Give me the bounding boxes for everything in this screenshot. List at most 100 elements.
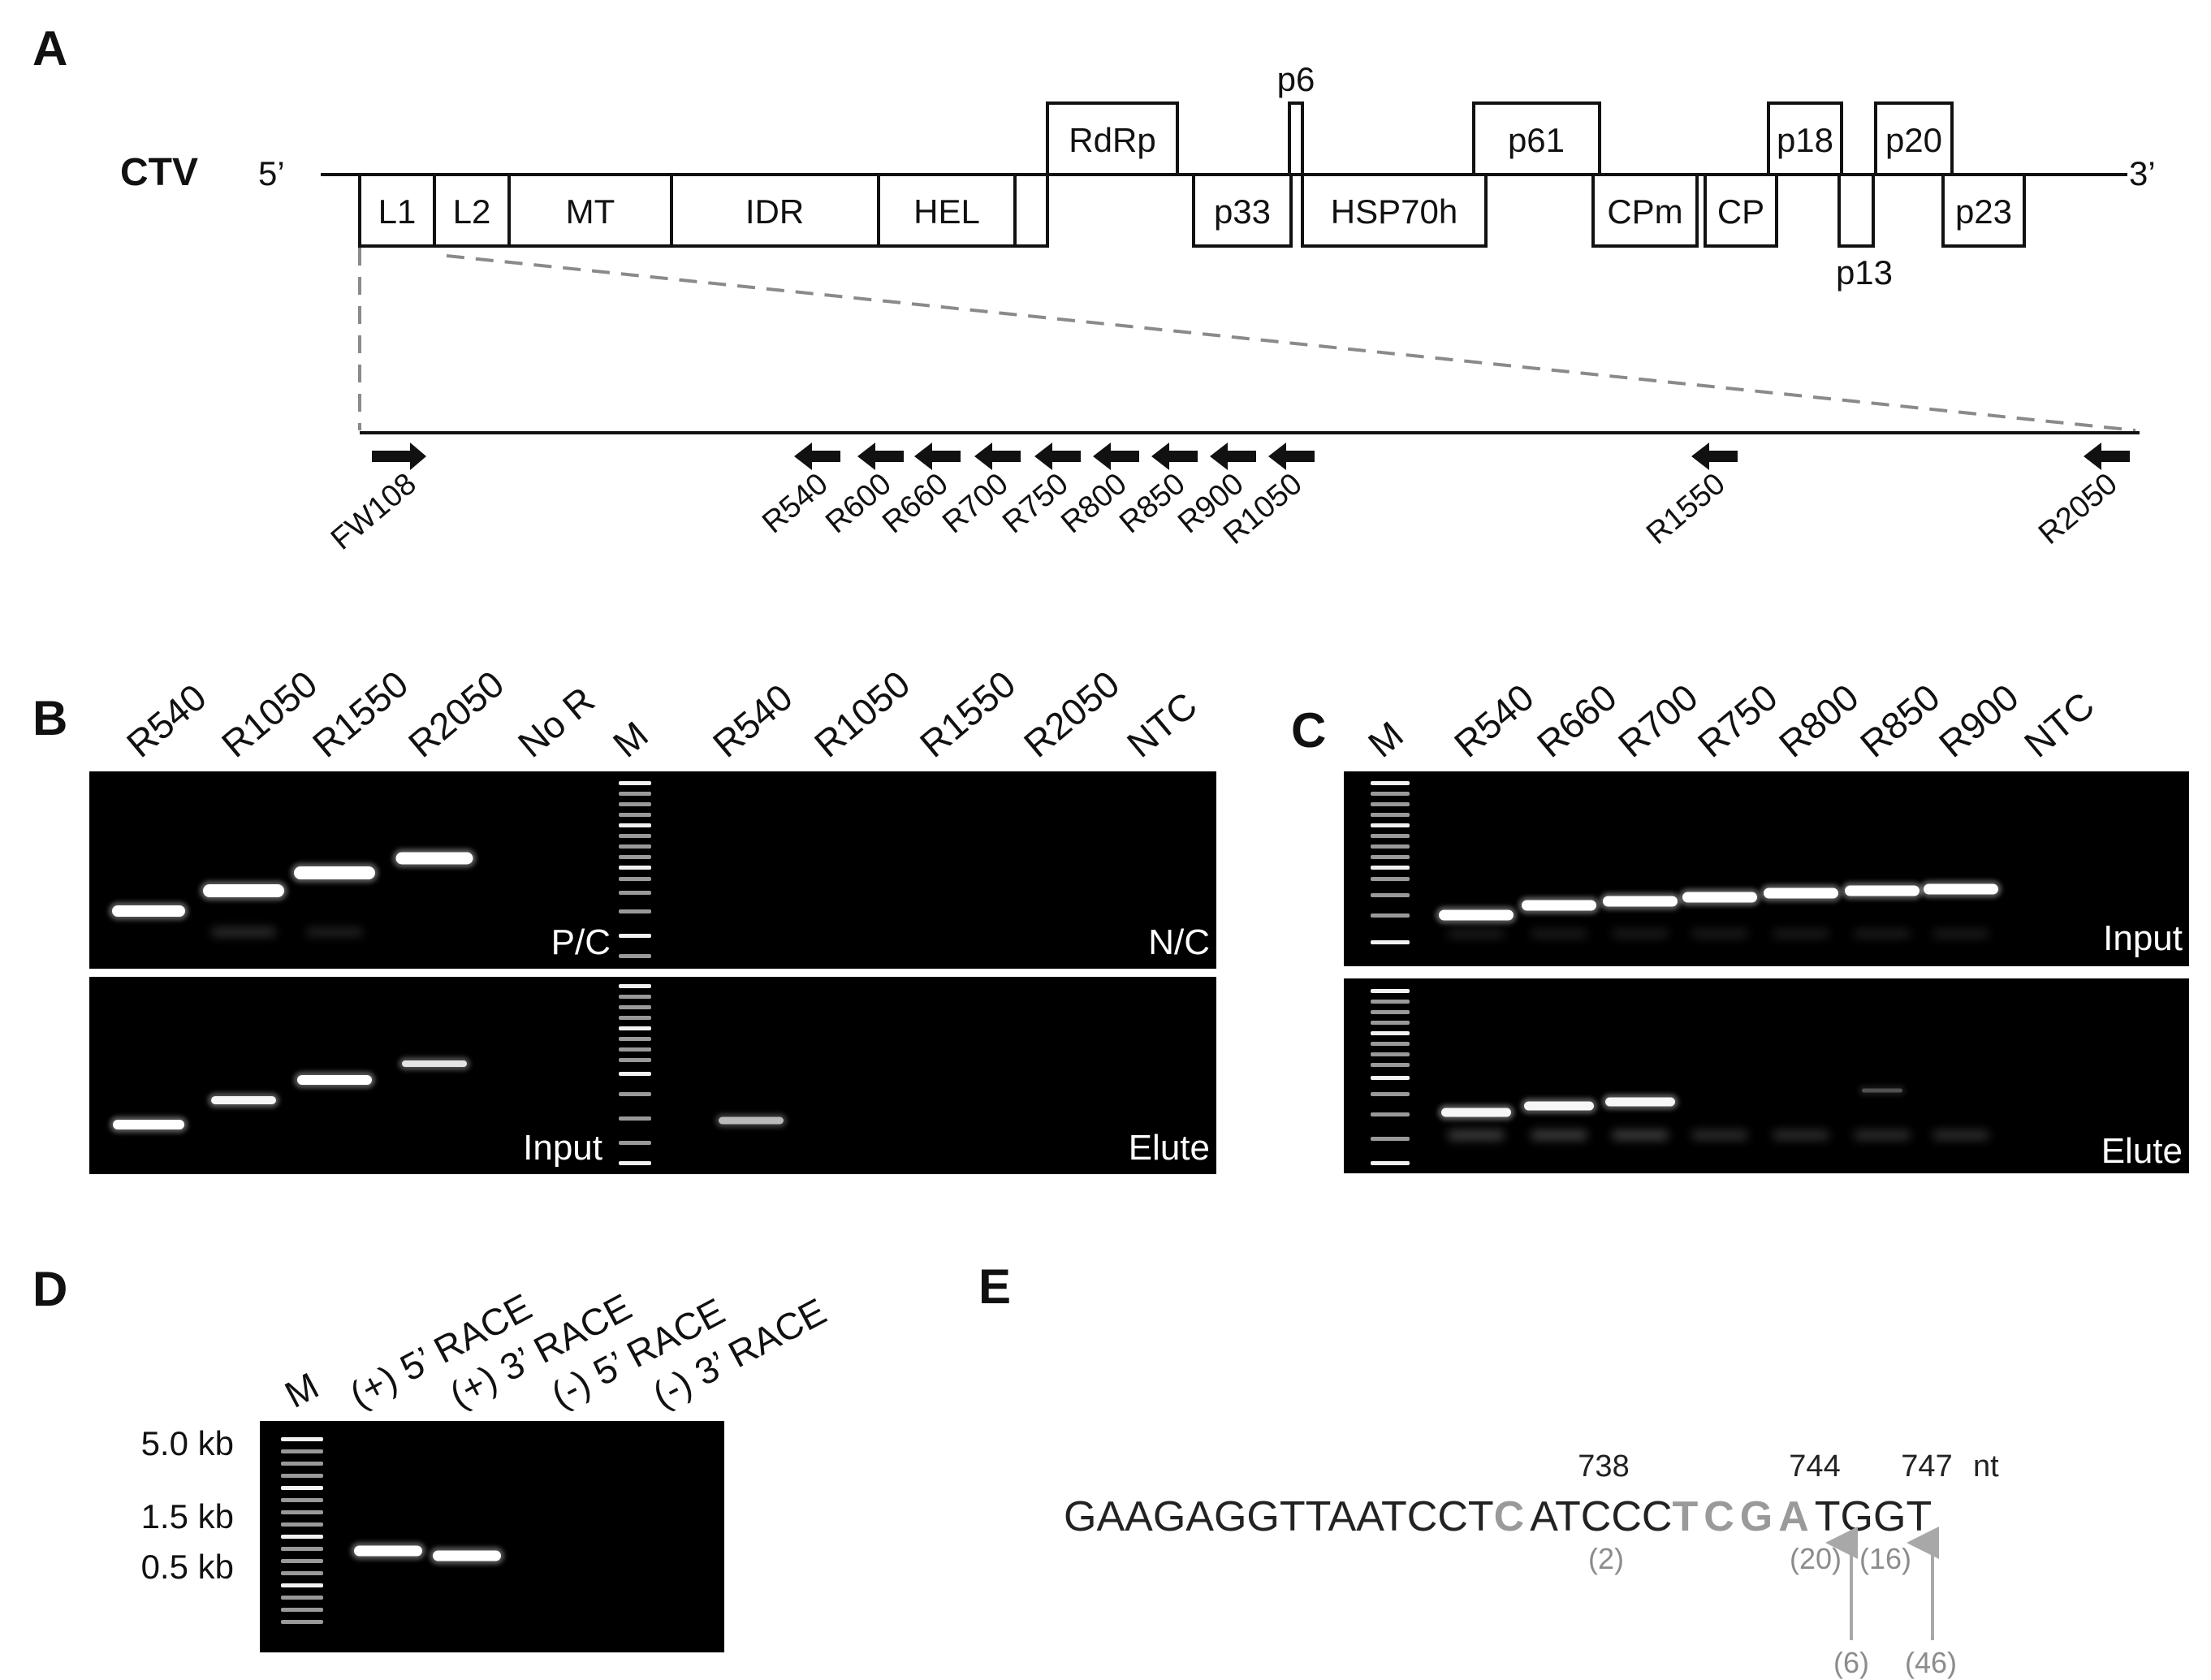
- ladder-c-top-rung: [1371, 802, 1410, 806]
- panel-letter-d: D: [32, 1262, 67, 1316]
- primer-arrow-r1550: [1691, 443, 1738, 470]
- orf-label-p61: p61: [1508, 121, 1565, 159]
- panel-b-lane-label: R540: [119, 676, 214, 766]
- panel-b-lane-label: R2050: [400, 663, 512, 766]
- primer-arrow-r700: [974, 443, 1021, 470]
- ladder-b-top-rung: [619, 909, 651, 913]
- panel-letter-c: C: [1291, 703, 1326, 758]
- band-b-bot-r1050: [211, 1096, 276, 1104]
- gel-tag-elute-c: Elute: [2101, 1131, 2183, 1171]
- ladder-c-top-rung: [1371, 855, 1410, 859]
- orf-label-cpm: CPm: [1607, 192, 1682, 231]
- ladder-c-bot-rung: [1371, 1076, 1410, 1080]
- primer-arrows: FW108 R540R600R660R700R750R800R850R900R1…: [325, 443, 2130, 557]
- primer-arrow-r660: [914, 443, 961, 470]
- orf-label-p13: p13: [1836, 253, 1893, 292]
- primer-arrow-r600: [857, 443, 904, 470]
- smear-c-bot: [1854, 1130, 1911, 1140]
- ladder-c-bot-rung: [1371, 1021, 1410, 1025]
- ladder-c-bot-rung: [1371, 1137, 1410, 1141]
- position-738: 738: [1578, 1449, 1629, 1483]
- sequence-highlight-744-747: TCGA: [1672, 1493, 1814, 1540]
- ladder-b-top-rung: [619, 834, 651, 838]
- smear-c-bot: [1773, 1130, 1829, 1140]
- ladder-c-top-rung: [1371, 813, 1410, 817]
- band-b-bot-r540: [113, 1120, 184, 1129]
- ladder-d-rung: [281, 1498, 323, 1502]
- panel-d-lane-label: M: [278, 1364, 325, 1416]
- orf-box-l2: [433, 173, 511, 248]
- size-label-1-5kb: 1.5 kb: [141, 1497, 234, 1535]
- orf-box-rdrp: [1046, 101, 1179, 176]
- ladder-d-rung: [281, 1596, 323, 1600]
- ladder-d-rung: [281, 1620, 323, 1624]
- panel-b-bands: [109, 781, 787, 1165]
- ladder-b-bot-rung: [619, 1072, 651, 1076]
- panel-b-lane-label: R540: [705, 676, 801, 766]
- orf-label-l2: L2: [453, 192, 491, 231]
- gel-tag-elute-b: Elute: [1129, 1128, 1210, 1168]
- band-c-top-r850: [1845, 885, 1920, 896]
- ladder-c-top-rung: [1371, 893, 1410, 897]
- gel-tag-nc: N/C: [1148, 922, 1210, 962]
- sequence-text: GAAGAGGTTAATCCTCATCCCTCGATGGT: [1064, 1493, 1932, 1540]
- sequence-part-2: ATCCC: [1530, 1493, 1672, 1540]
- band-b-top-r1050: [203, 884, 284, 897]
- ladder-b-bot-rung: [619, 1047, 651, 1052]
- orf-label-cp: CP: [1717, 192, 1764, 231]
- smear-c-bot: [1691, 1130, 1748, 1140]
- orf-box-p61: [1472, 101, 1601, 176]
- ladder-d-rung: [281, 1437, 323, 1441]
- primer-arrow-r800: [1093, 443, 1139, 470]
- ladder-d-rung: [281, 1583, 323, 1587]
- five-prime-label: 5’: [258, 154, 285, 192]
- ladder-d-rung: [281, 1535, 323, 1539]
- smear-c-bot: [1448, 1130, 1505, 1140]
- ladder-b-bot-rung: [619, 1016, 651, 1020]
- count-744: (20): [1790, 1542, 1842, 1575]
- ladder-b-top-rung: [619, 934, 651, 938]
- band-b-top-r1550: [294, 866, 375, 879]
- ladder-b-bot-rung: [619, 1037, 651, 1041]
- count-747: (46): [1905, 1646, 1957, 1679]
- smear-c-bot: [1531, 1130, 1587, 1140]
- panel-c-lane-label: R700: [1610, 676, 1706, 766]
- ladder-b-top-rung: [619, 866, 651, 870]
- band-c-top-r900: [1924, 883, 1998, 895]
- lower-orf-row: L1 L2 MT IDR HEL p33 HSP70h CPm CP p23: [358, 173, 2026, 248]
- panel-b-lane-label: R1550: [912, 663, 1023, 766]
- primer-arrow-fw108: [372, 443, 426, 470]
- nt-label: nt: [1973, 1449, 1999, 1483]
- ladder-c-bot-rung: [1371, 1092, 1410, 1096]
- ladder-c-bot-rung: [1371, 1031, 1410, 1035]
- ladder-c-bot-rung: [1371, 1063, 1410, 1067]
- ladder-c-top-rung: [1371, 877, 1410, 881]
- smear-c-bot: [1612, 1130, 1669, 1140]
- band-b-bot-elute-r540: [719, 1116, 784, 1125]
- panel-letter-a: A: [32, 21, 67, 76]
- panel-b-lane-label: M: [605, 713, 656, 765]
- primer-arrow-r2050: [2084, 443, 2130, 470]
- ladder-b-bot-rung: [619, 984, 651, 988]
- primer-arrow-r900: [1210, 443, 1256, 470]
- ladder-c-top-rung: [1371, 866, 1410, 870]
- orf-label-idr: IDR: [745, 192, 804, 231]
- orf-box-p6: [1288, 101, 1304, 176]
- band-c-bot-r850-faint: [1862, 1088, 1902, 1093]
- orf-box-p18: [1767, 101, 1843, 176]
- gel-b-bottom: [89, 977, 1216, 1174]
- ladder-b-top-rung: [619, 802, 651, 806]
- ladder-b-top-rung: [619, 877, 651, 881]
- sequence-part-1: GAAGAGGTTAATCCT: [1064, 1493, 1494, 1540]
- gel-b-top: [89, 771, 1216, 969]
- panel-a: A CTV 5’ 3’ L1 L2 MT IDR HEL p33 HSP70h …: [32, 21, 2156, 557]
- ladder-c-top-rung: [1371, 844, 1410, 849]
- orf-box-hsp70h: [1301, 173, 1488, 248]
- orf-box-p23: [1941, 173, 2026, 248]
- ladder-b-top-rung: [619, 855, 651, 859]
- primer-label-r1550: R1550: [1640, 467, 1732, 551]
- panel-b-lane-label: No R: [510, 678, 602, 765]
- smear-c-bot: [1932, 1130, 1989, 1140]
